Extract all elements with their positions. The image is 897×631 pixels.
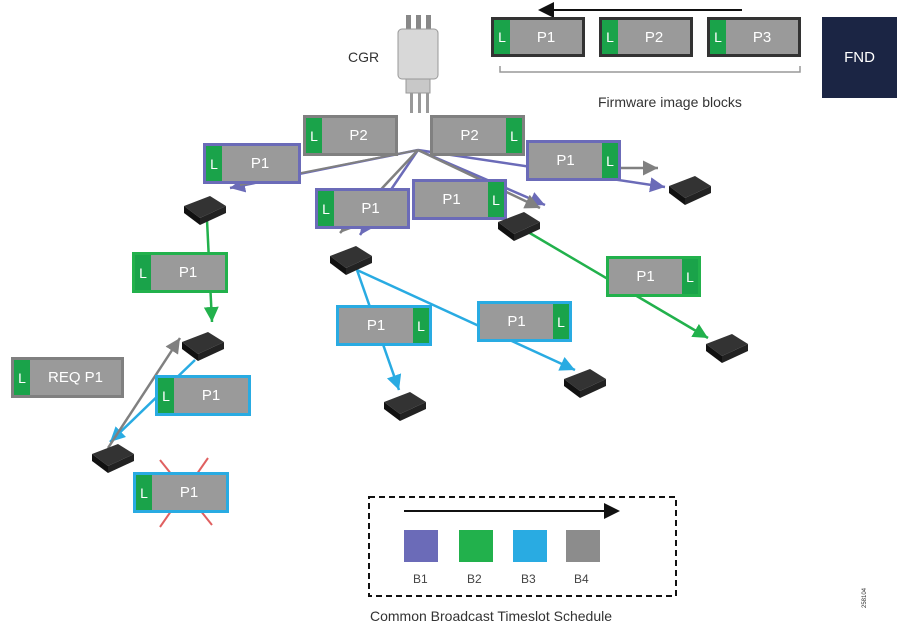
packet-box: L P1 [203,143,301,184]
packet-box: L P1 [315,188,410,229]
meter-node-icon [384,392,426,421]
packet-box: L P1 [412,179,507,220]
packet-label: REQ P1 [47,369,104,386]
packet-tag: L [135,255,151,290]
packet-tag: L [553,304,569,339]
packet-label: P1 [250,155,270,172]
firmware-caption: Firmware image blocks [598,94,742,110]
packet-label: P1 [178,264,198,281]
firmware-block-3: L P3 [707,17,801,57]
packet-label: P2 [349,127,368,144]
packet-label: P1 [366,317,386,334]
firmware-block-label: P2 [644,28,664,46]
packet-box: L P1 [133,472,229,513]
schedule-frame [368,496,677,597]
meter-node-icon [706,334,748,363]
packet-tag: L [682,259,698,294]
meter-node-icon [330,246,372,275]
meter-node-icon [669,176,711,205]
meter-node-icon [92,444,134,473]
legend-label-b2: B2 [467,572,482,586]
packet-tag: L [206,146,222,181]
cgr-label: CGR [348,49,380,65]
packet-box: L P1 [132,252,228,293]
firmware-block-tag: L [494,20,510,54]
packet-box: L REQ P1 [11,357,124,398]
packet-label: P1 [361,200,380,217]
legend-swatch-b4 [566,530,600,562]
fnd-box: FND [822,17,897,98]
packet-tag: L [136,475,152,510]
packet-tag: L [488,182,504,217]
packet-box: L P1 [477,301,572,342]
packet-box: L P2 [430,115,525,156]
firmware-block-tag: L [710,20,726,54]
firmware-block-tag: L [602,20,618,54]
packet-tag: L [506,118,522,153]
firmware-block-2: L P2 [599,17,693,57]
packet-label: P1 [201,387,221,404]
legend-swatch-b2 [459,530,493,562]
legend-label-b1: B1 [413,572,428,586]
legend-label-b4: B4 [574,572,589,586]
packet-tag: L [602,143,618,178]
firmware-block-label: P1 [536,28,556,46]
packet-tag: L [158,378,174,413]
packet-label: P1 [179,484,199,501]
packet-label: P1 [442,191,461,208]
link-node3-node-c2 [356,268,576,372]
packet-box: L P1 [526,140,621,181]
packet-label: P2 [460,127,479,144]
meter-node-icon [564,369,606,398]
meter-node-icon [182,332,224,361]
packet-label: P1 [556,152,575,169]
link-req [106,337,182,449]
packet-box: L P1 [336,305,432,346]
packet-box: L P2 [303,115,398,156]
link-node2-node-ll [109,359,196,443]
legend-label-b3: B3 [521,572,536,586]
firmware-block-1: L P1 [491,17,585,57]
cgr-icon [397,15,439,113]
packet-box: L P1 [155,375,251,416]
packet-tag: L [306,118,322,153]
packet-tag: L [413,308,429,343]
firmware-block-label: P3 [752,28,772,46]
firmware-bracket [499,66,801,73]
packet-tag: L [14,360,30,395]
packet-label: P1 [507,313,526,330]
packet-box: L P1 [606,256,701,297]
side-id-label: 258104 [862,587,868,608]
packet-label: P1 [636,268,655,285]
meter-node-icon [184,196,226,225]
legend-swatch-b1 [404,530,438,562]
schedule-caption: Common Broadcast Timeslot Schedule [370,608,612,624]
packet-tag: L [318,191,334,226]
legend-swatch-b3 [513,530,547,562]
meter-node-icon [498,212,540,241]
